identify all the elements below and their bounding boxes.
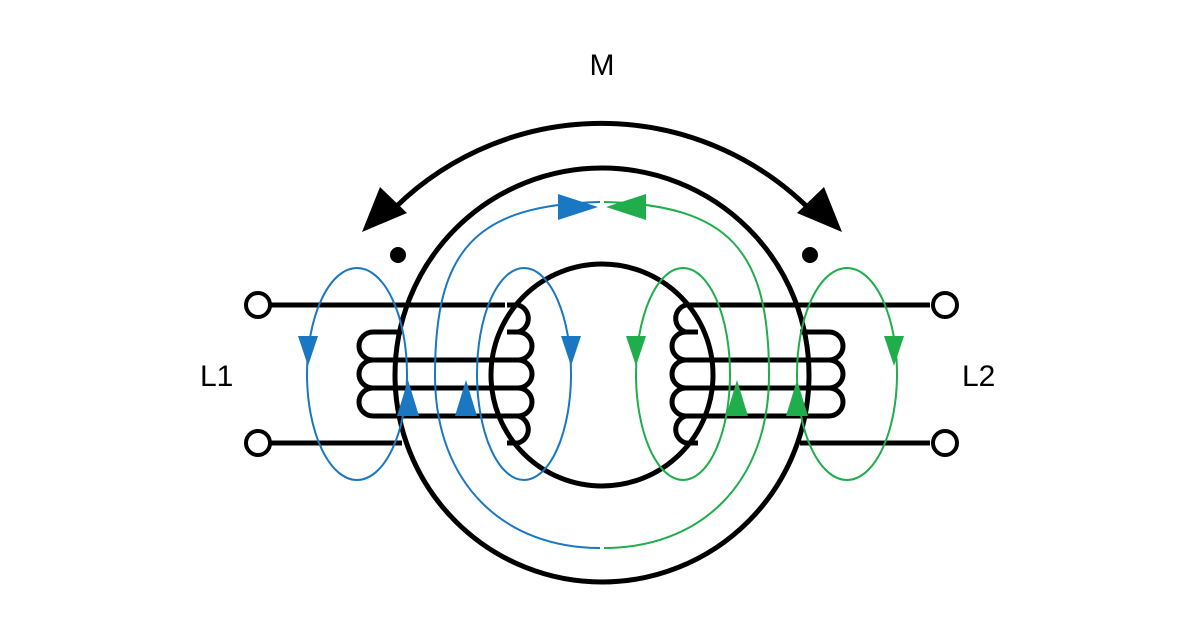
core-outer-ring <box>392 165 812 585</box>
mutual-label: M <box>590 49 615 82</box>
flux-l2-mutual-loop <box>603 201 771 549</box>
l1-terminal-top[interactable] <box>244 291 272 319</box>
coil-l1-label: L1 <box>200 360 233 393</box>
flux-l1-leakage-outer <box>306 267 408 481</box>
flux-l1-arrow-down-left <box>298 336 318 366</box>
coil-l1 <box>270 302 535 446</box>
mutual-arrowhead-left <box>362 187 407 232</box>
flux-l2-arrow-up <box>786 380 808 416</box>
l1-winding-inner <box>507 302 535 446</box>
mutual-arc <box>383 120 820 220</box>
mutual-inductance-arrow: M <box>362 49 842 232</box>
polarity-dot-right <box>802 247 818 263</box>
polarity-dot-left <box>390 247 406 263</box>
flux-l1-mutual-loop <box>433 201 601 549</box>
l1-terminal-bottom[interactable] <box>244 429 272 457</box>
flux-l2-leakage-inner <box>635 267 731 481</box>
flux-l1-arrow-down-right <box>561 336 581 366</box>
flux-l2-arrow-down-right <box>884 336 904 366</box>
toroid-core <box>392 165 812 585</box>
flux-l2-arrows <box>606 194 904 416</box>
flux-l1 <box>306 201 601 549</box>
core-inner-ring <box>488 261 716 489</box>
l1-winding-outer <box>356 329 402 419</box>
l2-winding-outer <box>800 329 846 419</box>
flux-l1-arrow-up <box>397 380 419 416</box>
coil-l2-label: L2 <box>962 360 995 393</box>
flux-l2 <box>603 201 898 549</box>
flux-l2-arrow-up <box>726 380 748 416</box>
flux-l1-leakage-inner <box>476 267 572 481</box>
mutual-arrowhead-right <box>797 187 842 232</box>
l2-winding-inner <box>669 302 698 446</box>
flux-l2-leakage-outer <box>796 267 898 481</box>
flux-l1-arrows <box>298 194 598 416</box>
flux-l2-arrow-left <box>606 194 646 220</box>
l2-terminal-top[interactable] <box>931 291 959 319</box>
flux-l1-arrow-up <box>455 380 477 416</box>
l2-terminal-bottom[interactable] <box>931 429 959 457</box>
coil-l2 <box>669 302 930 446</box>
flux-l1-arrow-right <box>558 194 598 220</box>
flux-l2-arrow-down-left <box>626 336 646 366</box>
